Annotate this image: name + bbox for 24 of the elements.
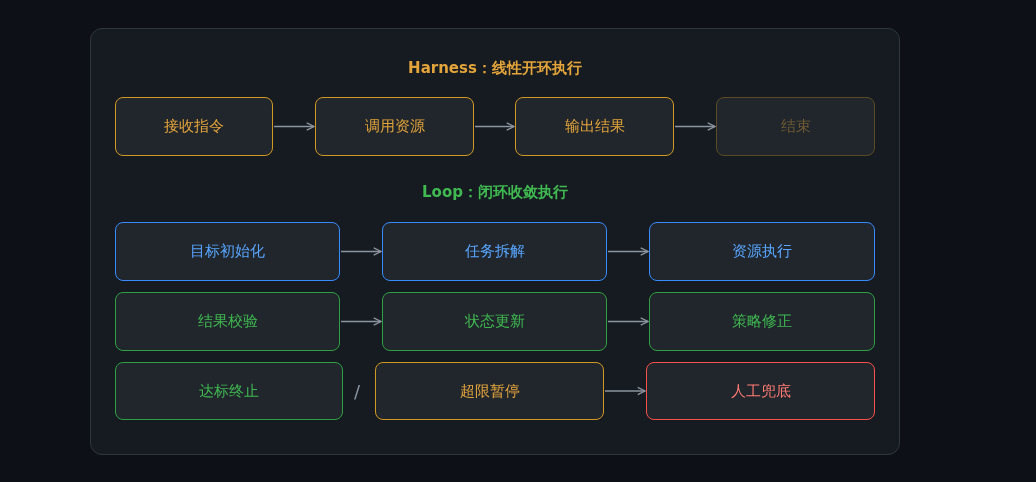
process-box: 人工兜底 xyxy=(646,362,875,420)
section-heading: Loop：闭环收敛执行 xyxy=(421,182,569,203)
process-box: 任务拆解 xyxy=(382,222,607,281)
arrow xyxy=(340,247,382,256)
process-box: 目标初始化 xyxy=(115,222,340,281)
separator-slash: / xyxy=(354,380,361,404)
process-box: 调用资源 xyxy=(315,97,474,156)
arrow xyxy=(607,247,649,256)
process-box: 接收指令 xyxy=(115,97,273,156)
arrow xyxy=(474,122,515,131)
process-box: 达标终止 xyxy=(115,362,343,420)
process-box: 状态更新 xyxy=(382,292,607,351)
process-box: 结束 xyxy=(716,97,875,156)
arrow xyxy=(604,386,646,396)
arrow xyxy=(607,317,649,326)
arrow xyxy=(340,317,382,326)
process-box: 结果校验 xyxy=(115,292,340,351)
arrow xyxy=(674,122,716,131)
process-box: 输出结果 xyxy=(515,97,674,156)
arrow xyxy=(273,122,315,131)
process-box: 策略修正 xyxy=(649,292,875,351)
section-heading: Harness：线性开环执行 xyxy=(407,58,583,79)
process-box: 资源执行 xyxy=(649,222,875,281)
process-box: 超限暂停 xyxy=(375,362,604,420)
